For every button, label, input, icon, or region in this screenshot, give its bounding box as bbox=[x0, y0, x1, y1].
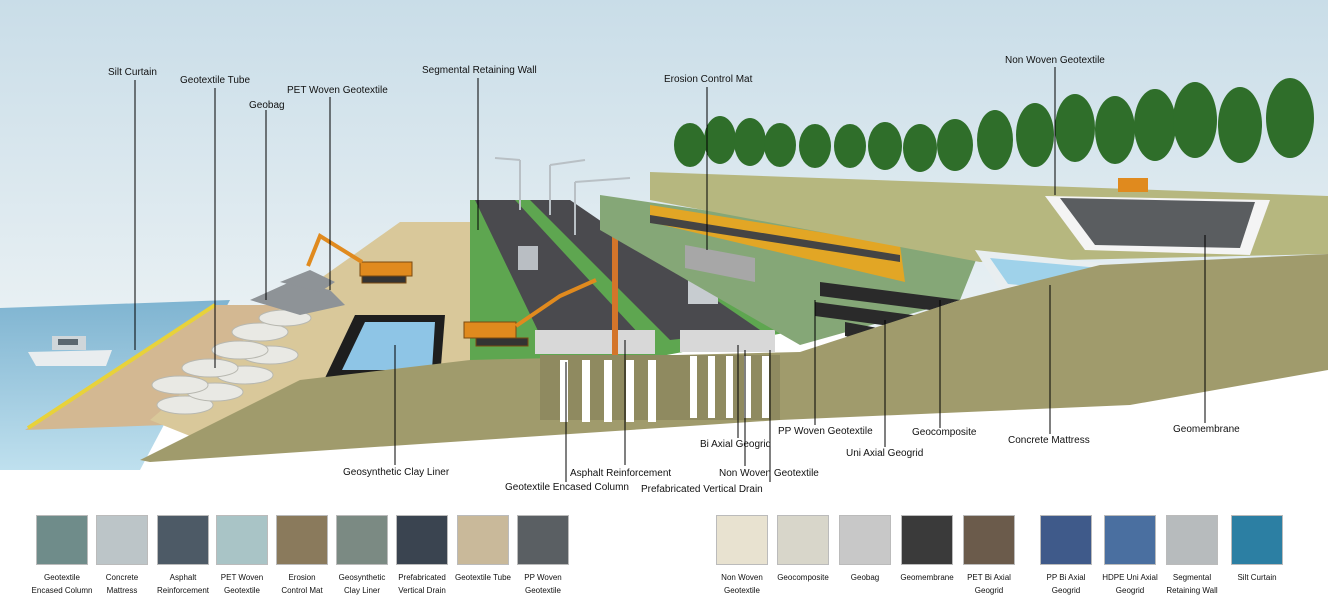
product-swatch bbox=[457, 515, 509, 565]
callout-silt-curtain: Silt Curtain bbox=[108, 67, 157, 78]
legend-caption: Silt Curtain bbox=[1237, 573, 1277, 582]
legend-item: Geobag bbox=[834, 515, 896, 584]
callout-geocomposite: Geocomposite bbox=[912, 427, 977, 438]
callout-uni-axial-geogrid: Uni Axial Geogrid bbox=[846, 448, 924, 459]
callout-concrete-mattress: Concrete Mattress bbox=[1008, 435, 1090, 446]
product-swatch bbox=[1166, 515, 1218, 565]
callout-pp-woven-geotextile: PP Woven Geotextile bbox=[778, 426, 873, 437]
excavator-road-icon bbox=[463, 278, 597, 347]
product-swatch bbox=[1104, 515, 1156, 565]
callout-asphalt-reinforcement: Asphalt Reinforcement bbox=[570, 468, 672, 479]
product-swatch bbox=[336, 515, 388, 565]
leader-lines bbox=[134, 67, 1206, 482]
product-swatch bbox=[216, 515, 268, 565]
product-swatch bbox=[276, 515, 328, 565]
road-left bbox=[475, 200, 640, 335]
product-swatch bbox=[777, 515, 829, 565]
product-swatch bbox=[96, 515, 148, 565]
product-swatch bbox=[839, 515, 891, 565]
callout-erosion-control-mat: Erosion Control Mat bbox=[664, 74, 753, 85]
tree-line bbox=[674, 78, 1314, 172]
road-right bbox=[530, 200, 760, 340]
geotextile-tubes bbox=[151, 309, 312, 415]
callout-geomembrane: Geomembrane bbox=[1173, 424, 1240, 435]
excavator-icon bbox=[306, 233, 413, 284]
legend-item: Geotextile Tube bbox=[452, 515, 514, 584]
callout-geotextile-encased-column: Geotextile Encased Column bbox=[505, 482, 629, 493]
loader-icon bbox=[1118, 178, 1148, 192]
callout-geosynthetic-clay-liner: Geosynthetic Clay Liner bbox=[343, 467, 450, 478]
legend-item: Silt Curtain bbox=[1226, 515, 1288, 584]
callout-bi-axial-geogrid: Bi Axial Geogrid bbox=[700, 439, 772, 450]
callout-geotextile-tube: Geotextile Tube bbox=[180, 75, 251, 86]
encased-columns bbox=[560, 356, 769, 422]
legend-caption: Geotextile Tube bbox=[454, 573, 512, 582]
product-swatch bbox=[1231, 515, 1283, 565]
product-swatch bbox=[157, 515, 209, 565]
beach bbox=[25, 305, 290, 430]
product-swatch bbox=[396, 515, 448, 565]
geobag-pile bbox=[250, 270, 345, 315]
boat-icon bbox=[28, 336, 112, 366]
product-swatch bbox=[1040, 515, 1092, 565]
product-swatch bbox=[36, 515, 88, 565]
legend-caption: Geobag bbox=[850, 573, 880, 582]
car-icon bbox=[518, 246, 538, 270]
product-swatch bbox=[517, 515, 569, 565]
callout-non-woven-geotextile-lower: Non Woven Geotextile bbox=[719, 468, 819, 479]
geosynthetics-scene bbox=[0, 0, 1328, 482]
legend-caption: Geomembrane bbox=[900, 573, 954, 582]
street-lamps bbox=[494, 157, 631, 235]
gabion-wall bbox=[685, 245, 755, 282]
callout-segmental-retaining-wall: Segmental Retaining Wall bbox=[422, 65, 537, 76]
product-swatch bbox=[716, 515, 768, 565]
product-swatch bbox=[963, 515, 1015, 565]
callout-prefabricated-vertical-drain: Prefabricated Vertical Drain bbox=[641, 484, 763, 495]
callout-non-woven-geotextile: Non Woven Geotextile bbox=[1005, 55, 1105, 66]
legend-item: Geomembrane bbox=[896, 515, 958, 584]
product-swatch bbox=[901, 515, 953, 565]
callout-geobag: Geobag bbox=[249, 100, 285, 111]
legend-item: Geocomposite bbox=[772, 515, 834, 584]
legend-caption: Geocomposite bbox=[777, 573, 829, 582]
train-icon bbox=[650, 205, 905, 282]
callout-pet-woven-geotextile: PET Woven Geotextile bbox=[287, 85, 388, 96]
